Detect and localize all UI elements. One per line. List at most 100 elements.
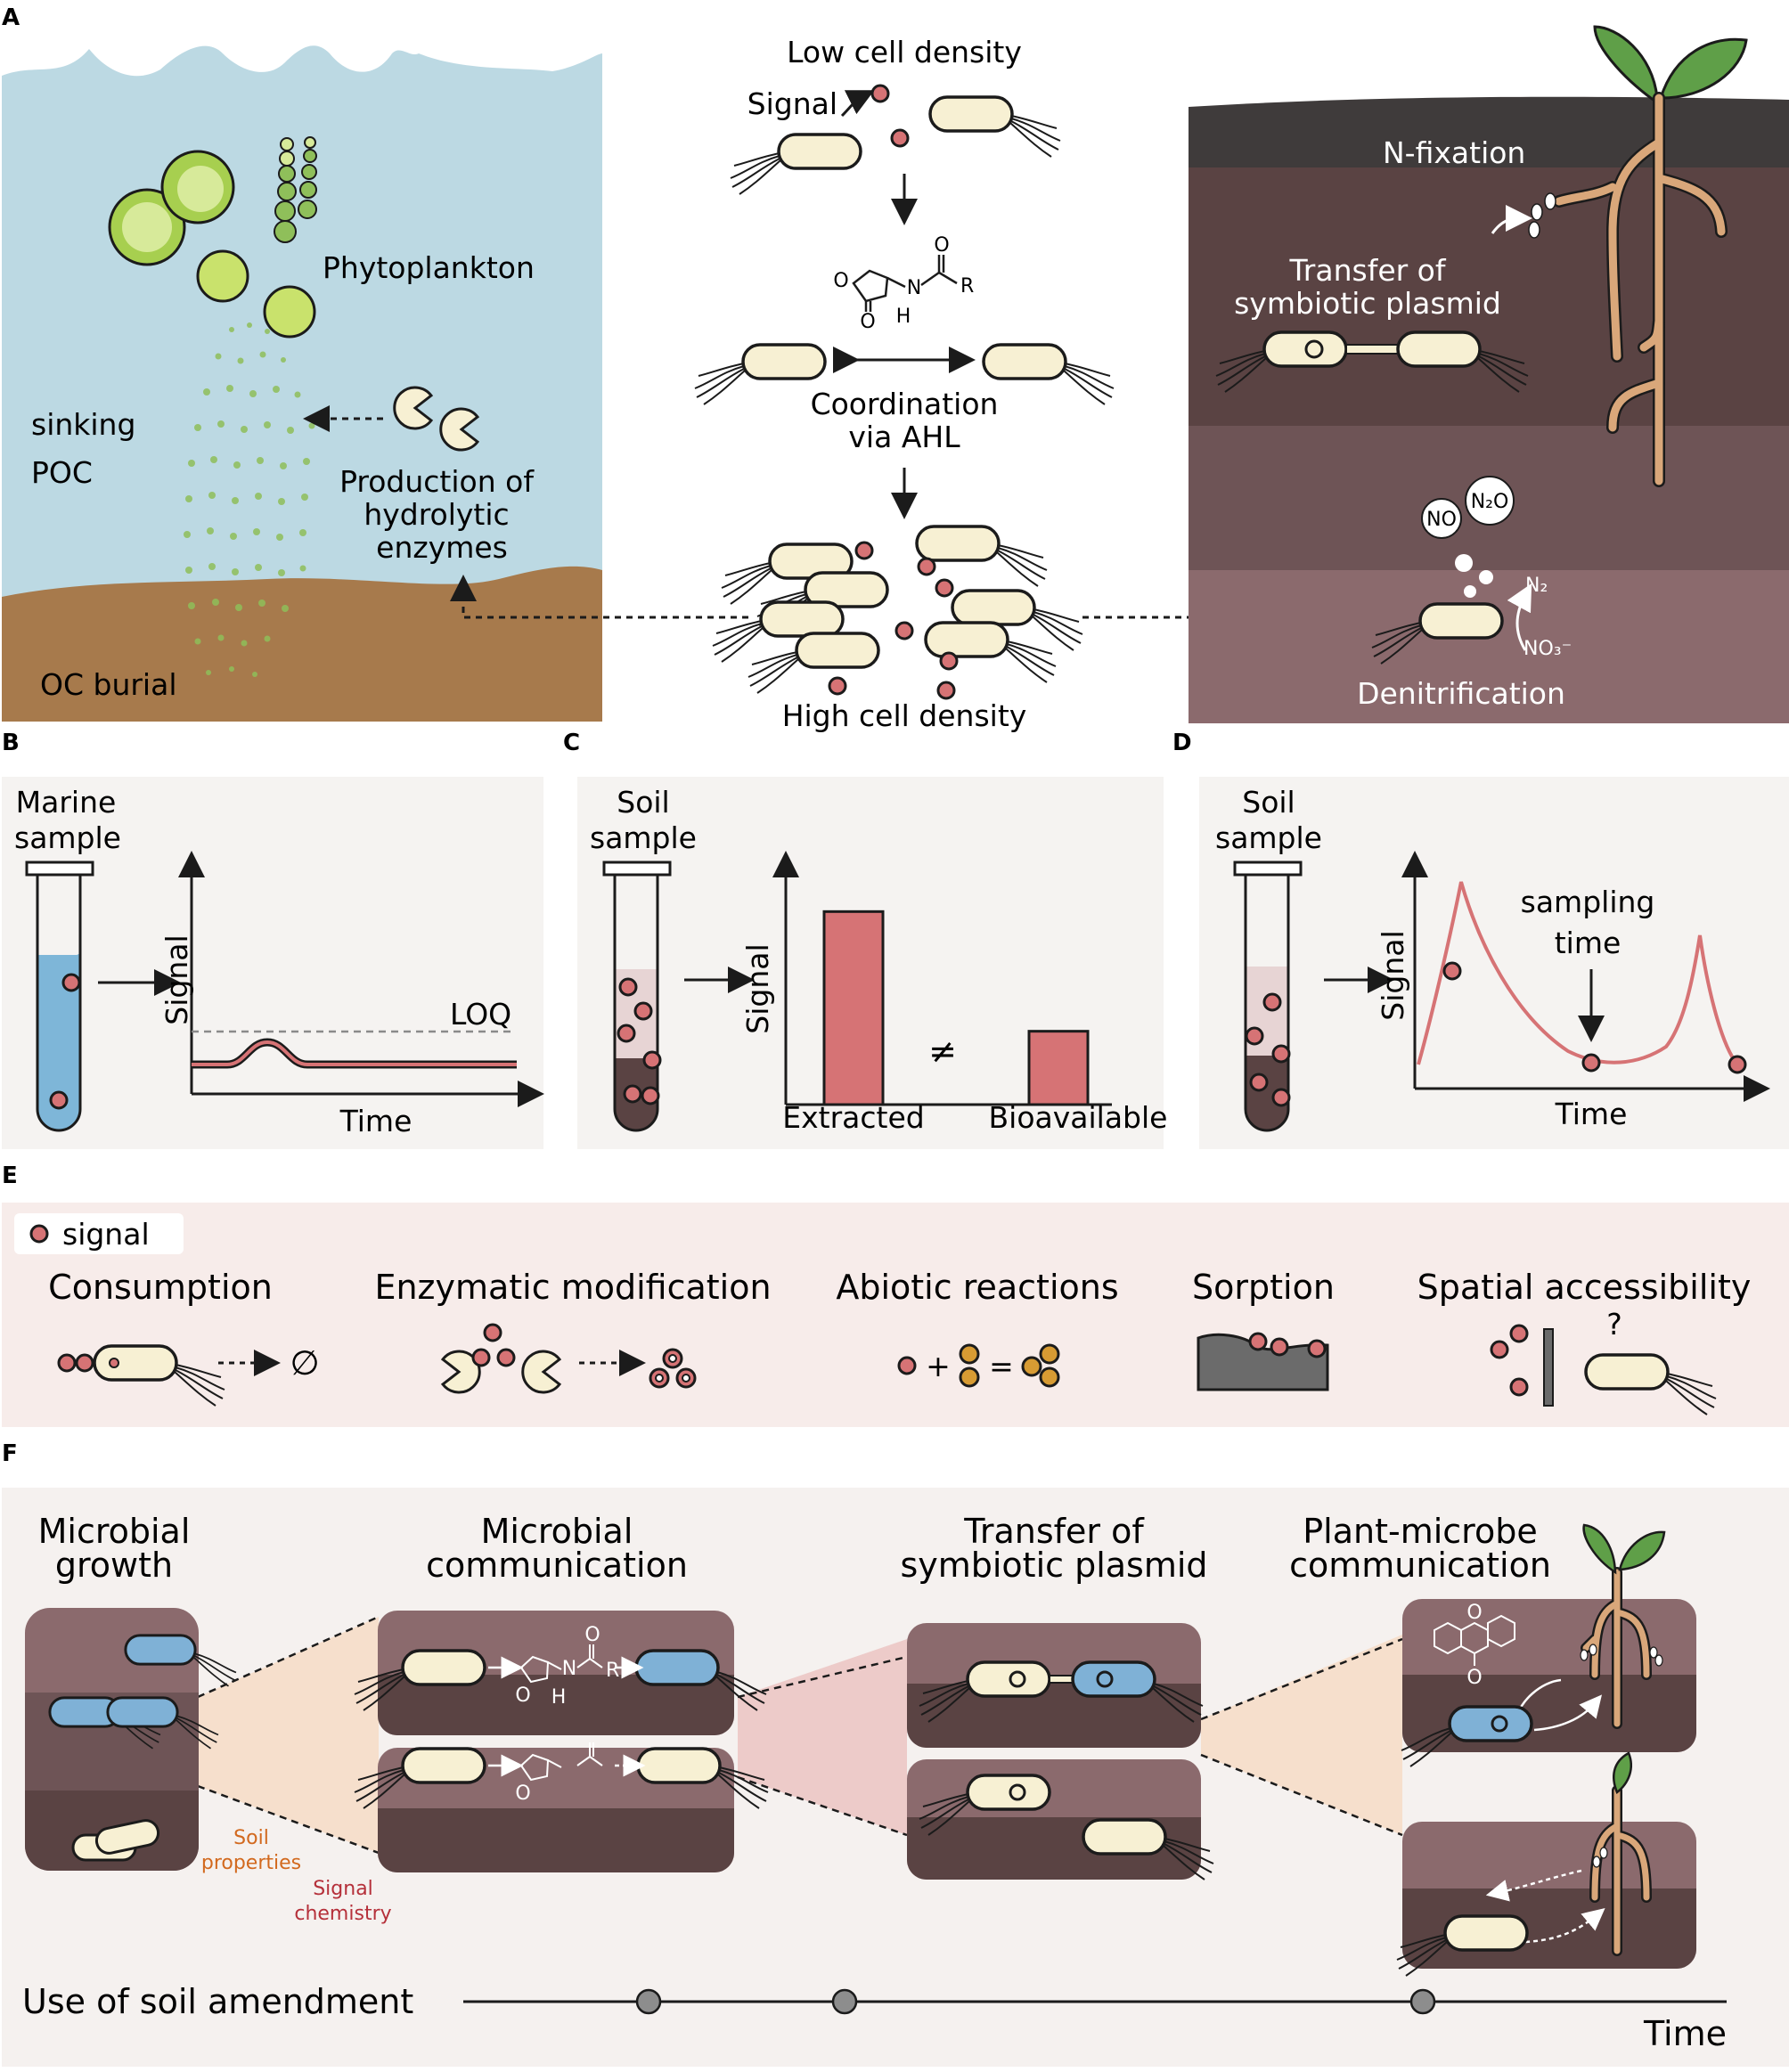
no-label: NO <box>1426 509 1457 531</box>
panel-c-ylabel: Signal <box>740 943 775 1033</box>
stage1-title-1: Microbial <box>38 1512 191 1551</box>
signal-legend-dot <box>29 1224 49 1244</box>
process-consumption: Consumption <box>48 1268 273 1307</box>
process-sorption: Sorption <box>1192 1268 1335 1307</box>
timeline-time-label: Time <box>1643 2014 1727 2053</box>
soil-test-tube <box>602 861 672 1132</box>
category-label-bioavailable: Bioavailable <box>989 1100 1168 1135</box>
ahl-r-f: R <box>606 1660 619 1682</box>
sampling-label-2: time <box>1555 926 1622 960</box>
ahl-h: H <box>896 306 911 328</box>
transfer-label-2: symbiotic plasmid <box>1234 286 1501 321</box>
abiotic-icon <box>897 1343 1060 1388</box>
bacterium-icon <box>928 95 1062 159</box>
stage1-title-2: growth <box>55 1546 173 1585</box>
coordination-label-1: Coordination <box>811 387 999 421</box>
stage4-plant-microbe-box <box>1400 1523 1696 1768</box>
coordination-label-2: via AHL <box>848 420 960 454</box>
ahl-structure <box>852 255 958 312</box>
equals-symbol: = <box>989 1349 1014 1383</box>
stage2-title-1: Microbial <box>481 1512 633 1551</box>
production-label-3: enzymes <box>376 530 508 565</box>
stage2-title-2: communication <box>426 1546 688 1585</box>
panel-d-letter: D <box>1172 730 1192 756</box>
stage3-no-transfer-box <box>907 1759 1215 1881</box>
soil-test-tube-d <box>1233 861 1303 1132</box>
phytoplankton-label: Phytoplankton <box>323 250 535 285</box>
process-abiotic: Abiotic reactions <box>836 1268 1118 1307</box>
sinking-label: sinking <box>31 407 135 442</box>
marine-test-tube <box>25 861 94 1132</box>
panel-c-bar-chart: Extracted Bioavailable <box>772 851 1168 1135</box>
sinking-particles <box>184 322 315 677</box>
panel-b-ylabel: Signal <box>159 934 194 1024</box>
soil-properties-label-1: Soil <box>233 1827 269 1849</box>
n2o-label: N₂O <box>1471 491 1509 513</box>
stage4-title-2: communication <box>1289 1546 1551 1585</box>
stage3-title-2: symbiotic plasmid <box>900 1546 1207 1585</box>
panel-d-plot <box>1401 851 1770 1102</box>
stage4-no-communication-box <box>1395 1751 1696 1978</box>
panel-d-sample-2: sample <box>1215 820 1322 855</box>
ahl-r: R <box>960 275 974 298</box>
soil-scene: N-fixation <box>1189 25 1789 723</box>
panel-e-letter: E <box>2 1162 18 1189</box>
ahl-o-f2: O <box>584 1624 600 1646</box>
stage2-communication-box <box>353 1611 768 1735</box>
bar-extracted <box>822 910 885 1106</box>
bacterium-icon <box>729 133 862 196</box>
denitrification-label: Denitrification <box>1357 676 1565 711</box>
process-enzymatic: Enzymatic modification <box>374 1268 771 1307</box>
stage4-title-1: Plant-microbe <box>1303 1512 1537 1551</box>
timeline-marker <box>1409 1988 1436 2015</box>
n2-label: N₂ <box>1525 575 1548 597</box>
soil-properties-label-2: properties <box>201 1852 301 1874</box>
null-symbol: ∅ <box>290 1343 319 1383</box>
cone-3 <box>1201 1635 1402 1835</box>
no3-label: NO₃⁻ <box>1524 638 1572 660</box>
ahl-n-f: N <box>562 1658 576 1680</box>
ahl-o2: O <box>860 311 875 333</box>
ahl-o1: O <box>833 270 848 292</box>
panel-e <box>2 1203 1789 1427</box>
high-density-label: High cell density <box>782 698 1027 733</box>
sorption-icon <box>1197 1332 1329 1391</box>
poc-label: POC <box>31 455 93 490</box>
panel-c-sample-1: Soil <box>617 785 669 820</box>
n-fixation-label: N-fixation <box>1383 135 1525 170</box>
marine-scene: Phytoplankton sinking POC Production of … <box>2 45 602 722</box>
panel-a-letter: A <box>2 4 20 31</box>
panel-c-letter: C <box>563 730 580 756</box>
consumption-icon <box>57 1344 281 1407</box>
stage2-failed-communication-box <box>353 1742 770 1872</box>
low-density-label: Low cell density <box>787 35 1022 69</box>
enzymatic-icon <box>441 1323 697 1394</box>
panel-b-sample-1: Marine <box>16 785 117 820</box>
panel-b-letter: B <box>2 730 20 756</box>
signal-chemistry-label-2: chemistry <box>294 1903 391 1925</box>
signal-chemistry-label-1: Signal <box>313 1878 373 1900</box>
panel-c-sample-2: sample <box>590 820 697 855</box>
not-equal-symbol: ≠ <box>928 1032 957 1071</box>
flavonoid-o2: O <box>1466 1667 1482 1689</box>
category-label-extracted: Extracted <box>782 1100 924 1135</box>
ahl-n: N <box>907 277 921 299</box>
signal-legend-label: signal <box>62 1217 150 1252</box>
bacterium-icon <box>982 343 1115 406</box>
panel-b-xlabel: Time <box>339 1104 413 1138</box>
stage3-transfer-box <box>907 1623 1205 1748</box>
transfer-label-1: Transfer of <box>1289 253 1447 288</box>
panel-d-xlabel: Time <box>1555 1097 1628 1131</box>
stage1-soil-column <box>25 1608 238 1871</box>
timeline-marker <box>831 1988 858 2015</box>
ahl-o3: O <box>934 234 949 257</box>
spatial-icon <box>1490 1324 1718 1416</box>
panel-d-ylabel: Signal <box>1376 930 1410 1020</box>
panel-b-plot <box>178 851 544 1107</box>
plant-icon <box>1491 25 1748 487</box>
loq-label: LOQ <box>450 997 511 1032</box>
timeline-marker <box>635 1988 662 2015</box>
panel-f-letter: F <box>2 1440 18 1467</box>
phytoplankton-cells <box>108 136 317 339</box>
